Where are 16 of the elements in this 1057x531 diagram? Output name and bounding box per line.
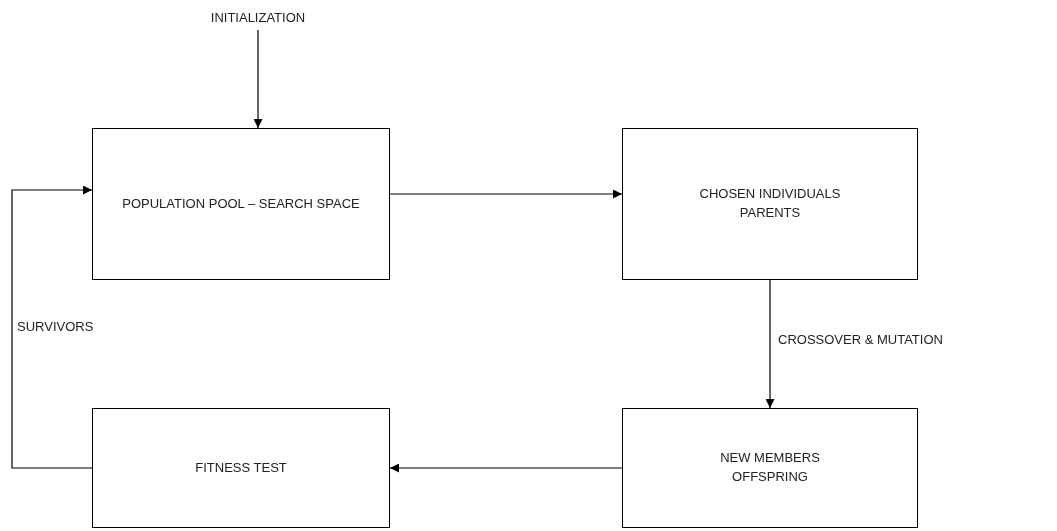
arrow: [389, 463, 623, 473]
arrow: [389, 189, 623, 199]
box-text: NEW MEMBERS OFFSPRING: [719, 449, 821, 486]
box-text: FITNESS TEST: [195, 458, 287, 477]
arrow: [11, 185, 93, 469]
process-box: [622, 408, 918, 528]
process-box: [92, 408, 390, 528]
process-box: [622, 128, 918, 280]
box-text: POPULATION POOL – SEARCH SPACE: [122, 194, 360, 213]
start-label: INITIALIZATION: [206, 6, 310, 30]
edge-label: CROSSOVER & MUTATION: [778, 332, 943, 347]
arrow: [765, 279, 775, 409]
edge-label: SURVIVORS: [17, 319, 94, 334]
arrow: [253, 29, 263, 129]
box-text: CHOSEN INDIVIDUALS PARENTS: [698, 185, 842, 222]
process-box: [92, 128, 390, 280]
